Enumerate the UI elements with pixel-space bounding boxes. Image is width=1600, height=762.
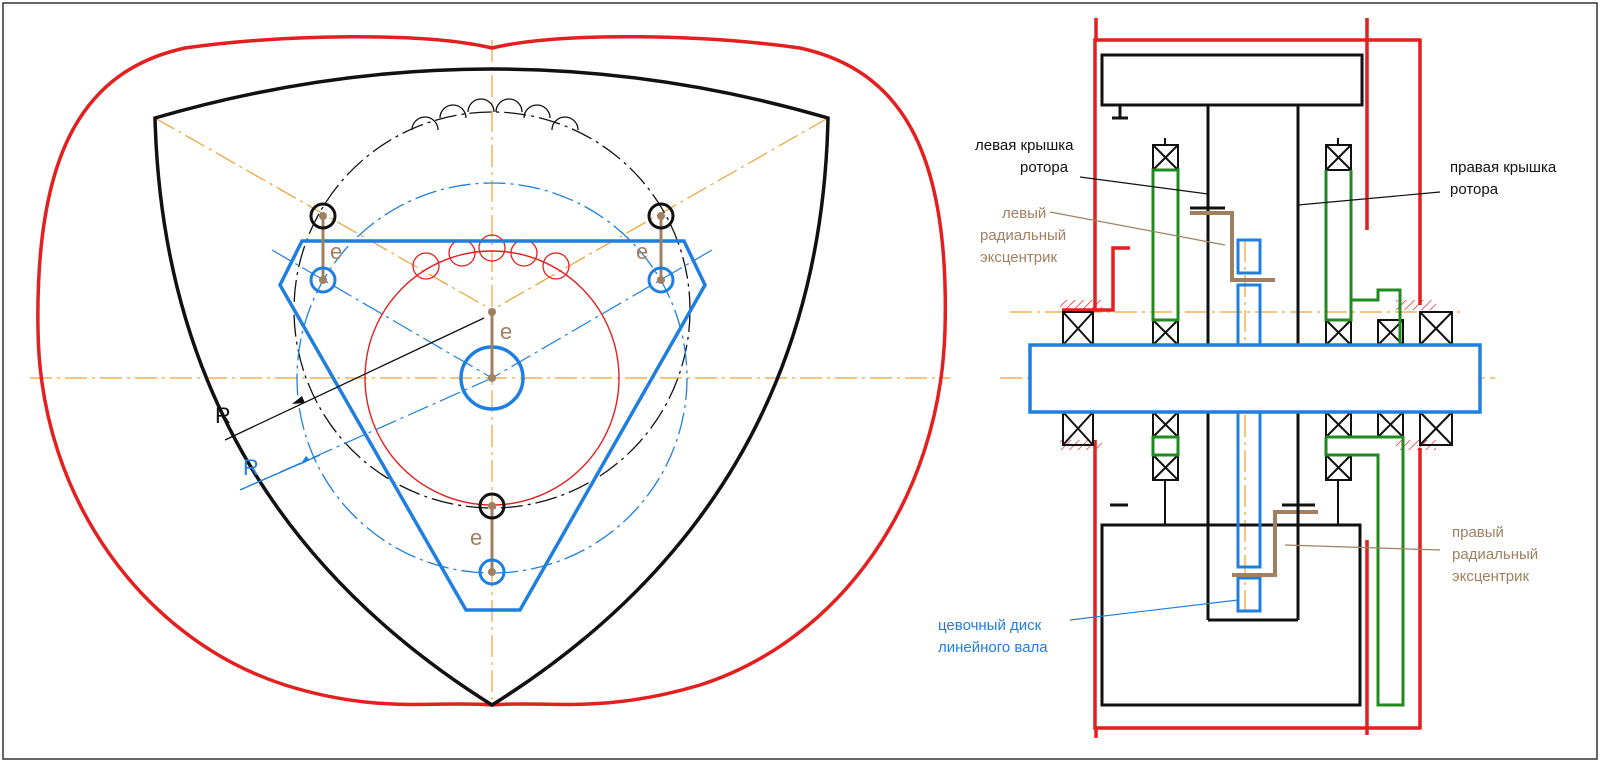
section-view: левая крышка ротора правая крышка ротора… xyxy=(938,18,1557,738)
label-r-black: R xyxy=(215,403,231,428)
label-e-left: e xyxy=(330,239,342,264)
main-shaft xyxy=(1028,343,1482,414)
label-r-blue: R xyxy=(243,455,259,480)
label-left-ecc-3: эксцентрик xyxy=(980,249,1058,266)
leader-lines-brown xyxy=(1049,211,1441,551)
label-e-bottom: e xyxy=(470,525,482,550)
eccentric-seats xyxy=(1110,196,1315,520)
label-right-ecc-2: радиальный xyxy=(1452,546,1538,563)
label-disk-1: цевочный диск xyxy=(938,617,1042,634)
pin-disk xyxy=(1236,238,1262,613)
rotor-blocks xyxy=(1100,53,1364,707)
label-right-ecc-1: правый xyxy=(1452,524,1504,541)
label-left-ecc-1: левый xyxy=(1002,205,1046,222)
blue-eccentric-circles xyxy=(309,266,675,586)
label-disk-2: линейного вала xyxy=(938,639,1048,656)
green-gears xyxy=(1151,168,1405,707)
black-pins xyxy=(411,98,579,131)
center-lines xyxy=(30,40,950,700)
leader-line-blue xyxy=(1069,599,1239,621)
label-right-cover-1: правая крышка xyxy=(1450,159,1557,176)
label-right-ecc-3: эксцентрик xyxy=(1452,568,1530,585)
r-leader-black xyxy=(224,317,485,441)
pitch-circle-blue xyxy=(296,182,688,574)
label-e-right: e xyxy=(636,239,648,264)
label-e-center: e xyxy=(500,319,512,344)
label-left-cover-1: левая крышка xyxy=(975,137,1074,154)
rotor-view: e e e e R R xyxy=(30,35,950,708)
label-left-cover-2: ротора xyxy=(1020,159,1069,176)
blue-center-lines xyxy=(239,249,713,491)
eccentric-dots xyxy=(319,212,665,576)
rotor-outline xyxy=(153,67,830,708)
red-pins xyxy=(412,234,570,280)
label-left-ecc-2: радиальный xyxy=(980,227,1066,244)
blue-triangle-body xyxy=(278,239,707,612)
bearings xyxy=(1062,138,1453,525)
black-eccentric-circles xyxy=(309,202,675,520)
leader-lines-black xyxy=(1079,176,1441,206)
label-right-cover-2: ротора xyxy=(1450,181,1499,198)
